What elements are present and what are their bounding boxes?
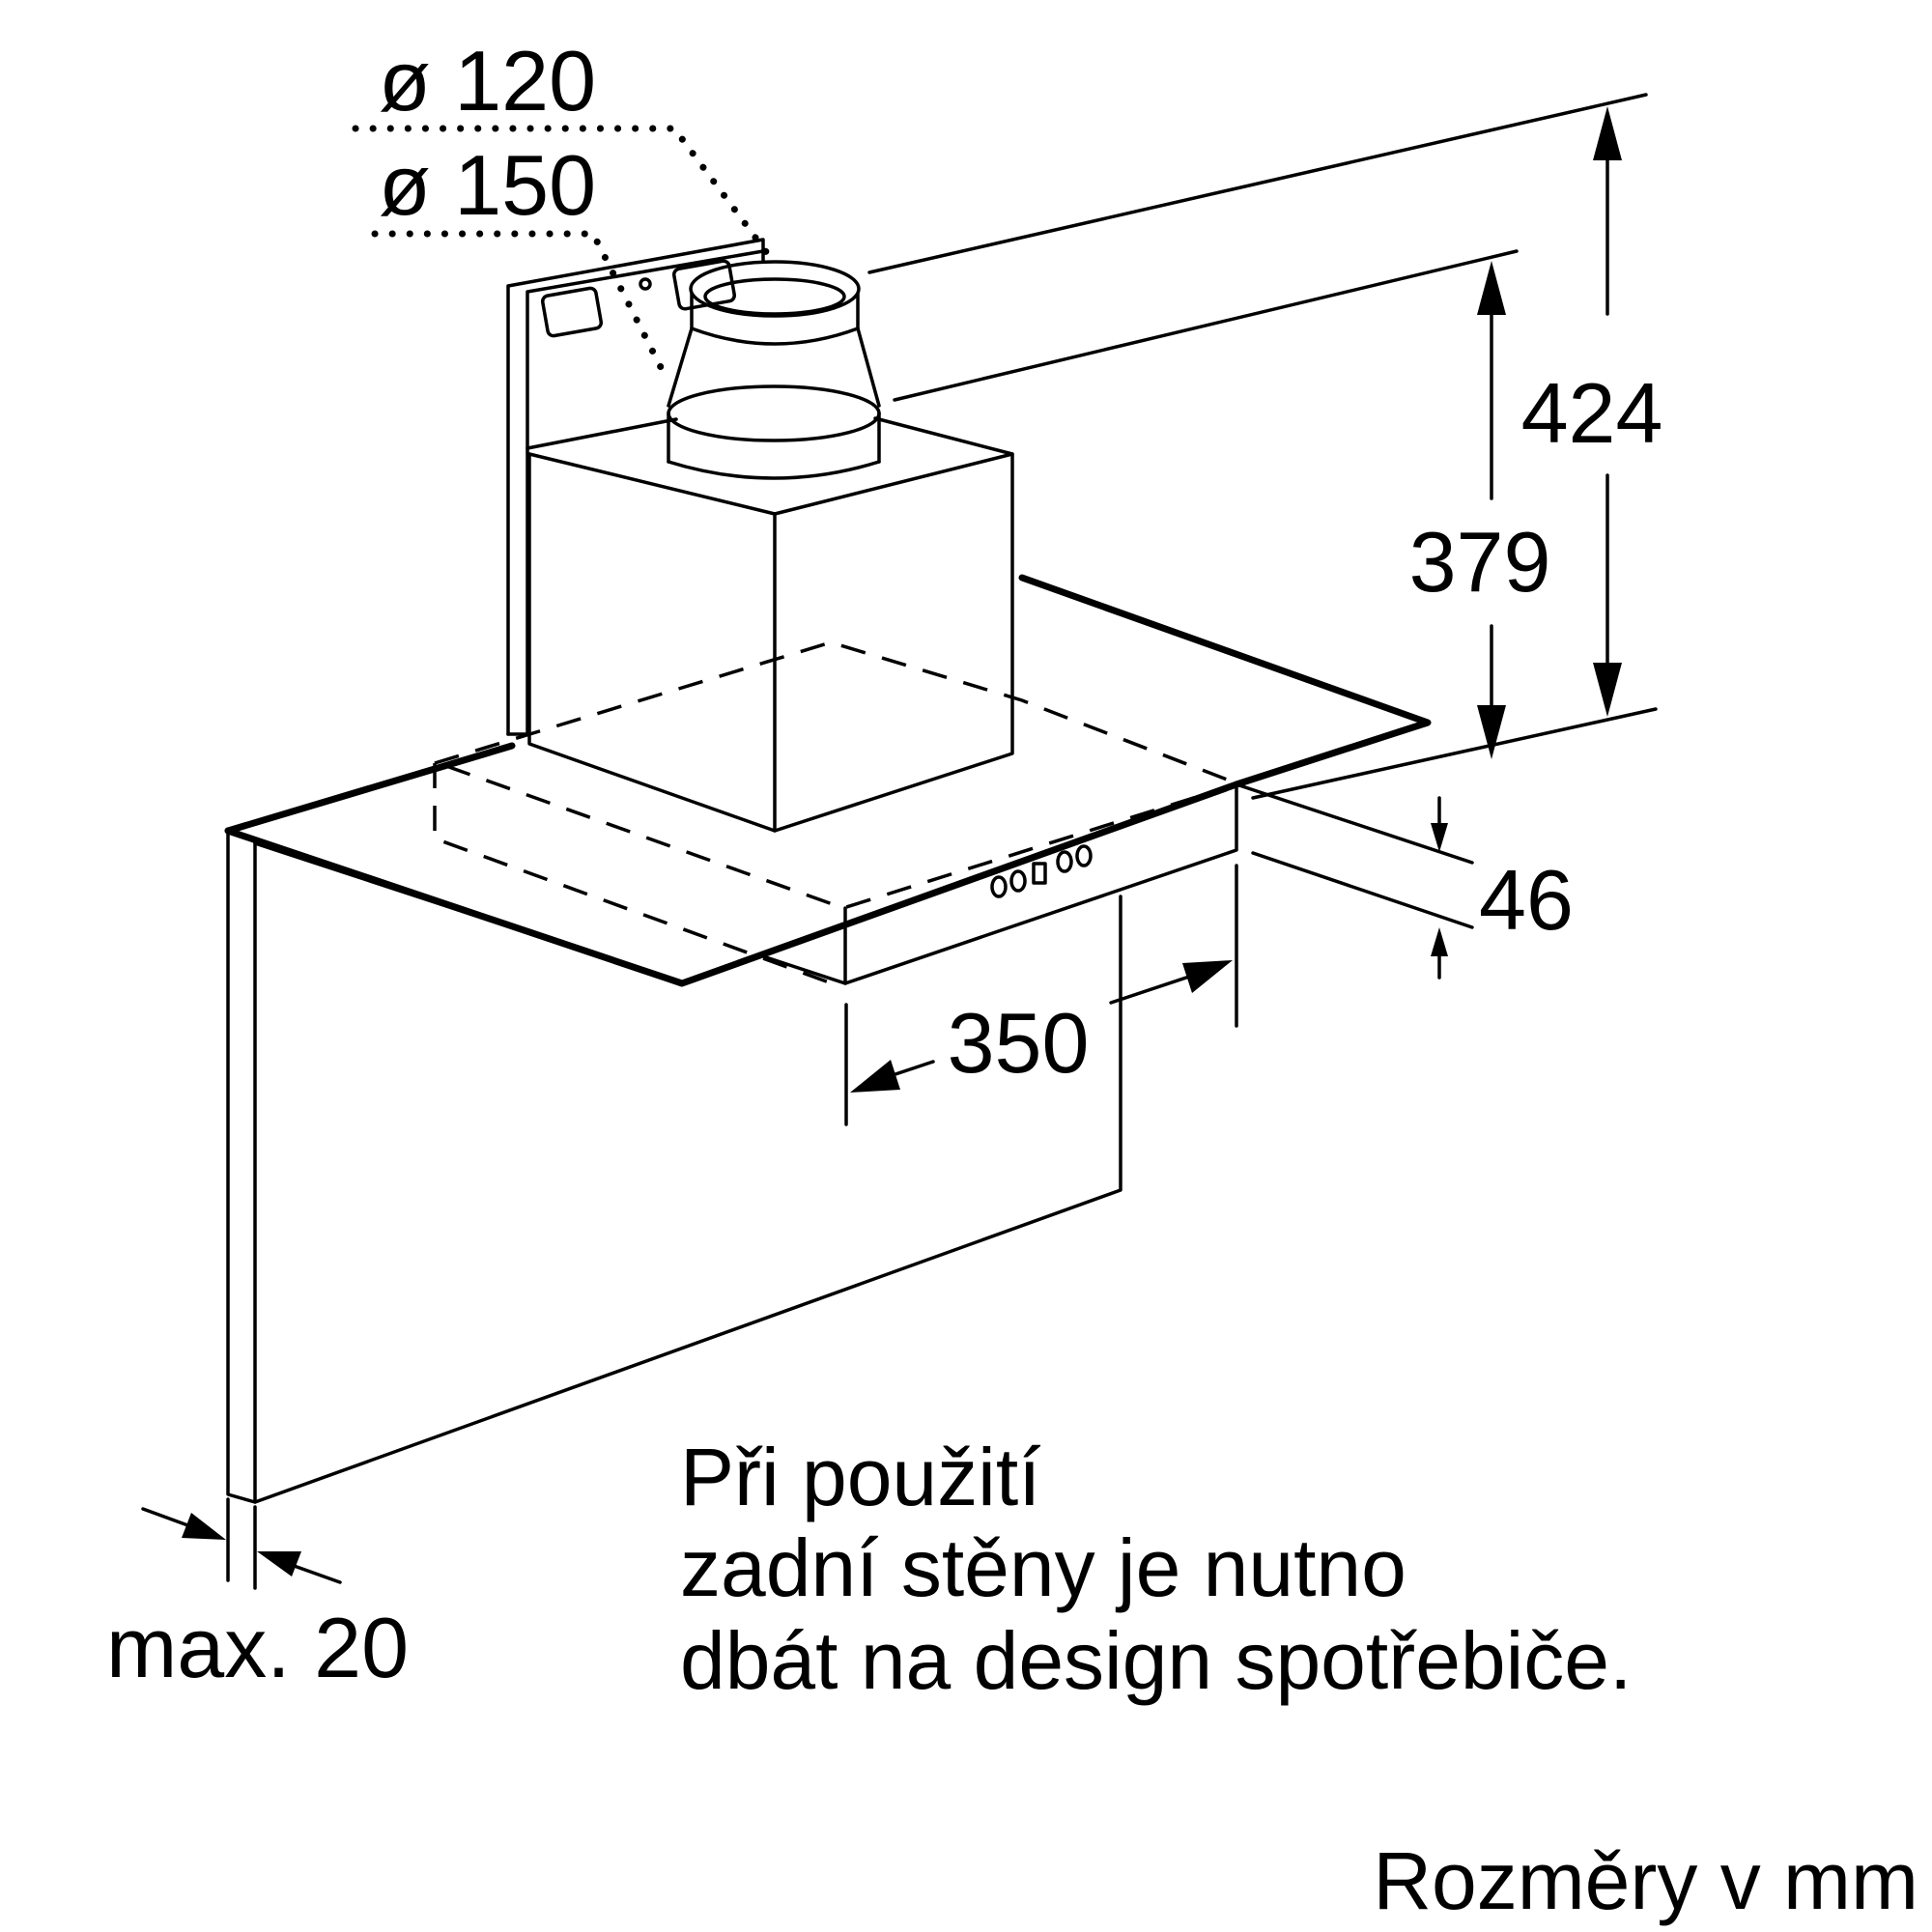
dim-350-label: 350 xyxy=(948,995,1090,1091)
control-strip xyxy=(761,782,1238,985)
chimney-box xyxy=(527,416,1014,833)
note-line-1: Při použití xyxy=(680,1432,1041,1522)
dim-max-20: max. 20 xyxy=(106,1507,409,1695)
dim-diameter-150-label: ø 150 xyxy=(379,137,596,233)
mounting-bracket xyxy=(506,238,765,736)
units-caption: Rozměry v mm xyxy=(1373,1835,1918,1926)
note-line-2: zadní stěny je nutno xyxy=(680,1522,1406,1613)
dim-424: 424 xyxy=(1521,106,1663,717)
dim-46: 46 xyxy=(1431,796,1574,980)
dim-424-label: 424 xyxy=(1521,365,1663,461)
duct-connector xyxy=(667,260,881,480)
diameter-leaders xyxy=(352,125,777,383)
hidden-canopy-outline xyxy=(433,640,1240,989)
note-line-3: dbát na design spotřebiče. xyxy=(680,1615,1632,1706)
dim-379-label: 379 xyxy=(1409,514,1551,610)
dim-46-label: 46 xyxy=(1479,852,1574,948)
control-buttons xyxy=(990,844,1093,898)
extension-lines xyxy=(226,93,1658,1590)
dim-350: 350 xyxy=(850,960,1233,1093)
dim-379: 379 xyxy=(1409,261,1551,759)
dim-diameter-120-label: ø 120 xyxy=(379,33,596,128)
dim-max-20-label: max. 20 xyxy=(106,1600,409,1695)
design-note: Při použití zadní stěny je nutno dbát na… xyxy=(680,1432,1632,1706)
back-panel xyxy=(226,831,1122,1504)
glass-canopy xyxy=(224,574,1432,987)
